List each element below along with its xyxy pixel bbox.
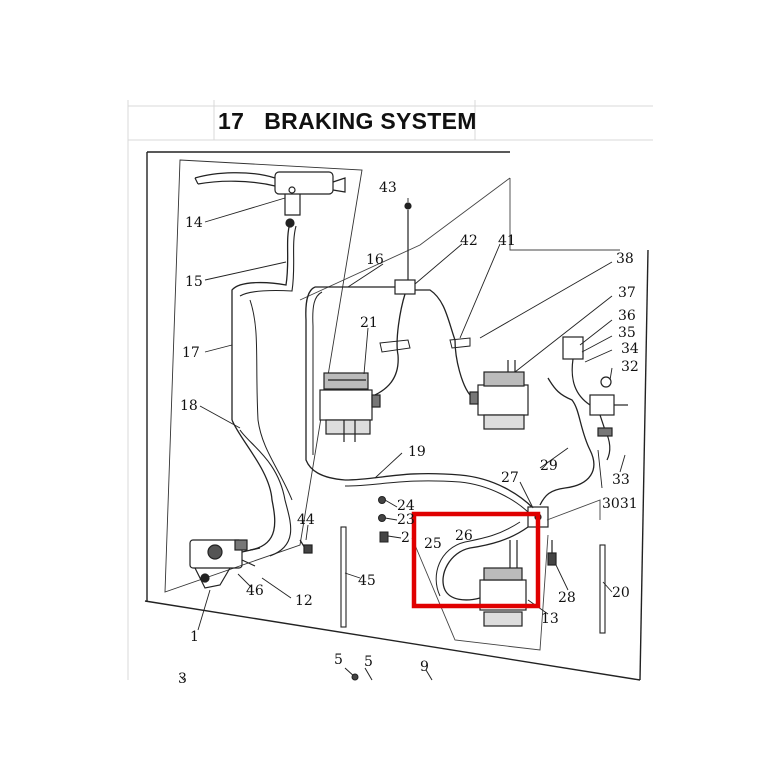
callout-43: 43 <box>379 180 397 196</box>
bracket-21 <box>379 339 411 353</box>
hose-19 <box>344 472 534 509</box>
callout-5a: 5 <box>334 652 343 668</box>
callout-9: 9 <box>420 659 429 675</box>
left-frame-polygon <box>164 159 363 593</box>
callout-25: 25 <box>424 536 442 552</box>
callout-3: 3 <box>178 671 187 687</box>
spreadsheet-sheet <box>128 100 653 680</box>
left-caliper <box>319 372 381 442</box>
hose-12 <box>249 299 293 501</box>
bolt-44 <box>299 539 313 554</box>
parking-pump <box>562 336 628 461</box>
hose-17 <box>231 419 276 551</box>
frame-lower-inner <box>411 534 549 651</box>
hose-16 <box>315 286 456 341</box>
callout-32: 32 <box>621 359 639 375</box>
frame-lower-mid <box>546 499 601 521</box>
hose-19-2 <box>344 480 529 513</box>
callout-15: 15 <box>185 274 203 290</box>
callout-44: 44 <box>297 512 315 528</box>
highlight-box <box>411 511 541 609</box>
hose-to-left-caliper <box>374 293 406 396</box>
callout-24: 24 <box>397 498 415 514</box>
hose-to-right-caliper <box>454 339 471 396</box>
callout-17: 17 <box>182 345 200 361</box>
hose-26 <box>435 521 521 597</box>
sheet-grid <box>127 100 653 680</box>
right-caliper <box>469 360 529 430</box>
callout-20: 20 <box>612 585 630 601</box>
callout-36: 36 <box>618 308 636 324</box>
callout-34: 34 <box>621 341 639 357</box>
callout-13: 13 <box>541 611 559 627</box>
diagram-frame <box>144 151 649 681</box>
callout-26: 26 <box>455 528 473 544</box>
hose-16-left-2 <box>312 291 323 455</box>
callout-2: 2 <box>401 530 410 546</box>
callout-3031: 3031 <box>602 496 638 512</box>
hose-15 <box>231 222 291 420</box>
hose-18 <box>239 429 292 557</box>
hose-15-inner <box>239 225 297 297</box>
callout-18: 18 <box>180 398 198 414</box>
callout-labels: 14 15 17 18 1 3 12 46 44 45 16 21 19 24 … <box>178 180 639 687</box>
callout-35: 35 <box>618 325 636 341</box>
hose-25 <box>442 526 529 601</box>
callout-23: 23 <box>397 512 415 528</box>
callout-41: 41 <box>498 233 516 249</box>
brake-lever <box>194 171 346 228</box>
right-frame <box>299 177 620 301</box>
callout-1: 1 <box>190 629 199 645</box>
rod-20 <box>599 544 606 634</box>
callout-38: 38 <box>616 251 634 267</box>
fittings-22-24 <box>378 496 389 543</box>
callout-37: 37 <box>618 285 636 301</box>
callout-27: 27 <box>501 470 519 486</box>
callout-5b: 5 <box>364 654 373 670</box>
bottom-parts <box>179 667 433 681</box>
callout-21: 21 <box>360 315 378 331</box>
master-cylinder <box>189 539 261 589</box>
leader-lines <box>197 197 626 631</box>
hose-29 <box>539 377 595 506</box>
rear-caliper <box>479 540 527 627</box>
rod-45 <box>340 526 347 628</box>
callout-14: 14 <box>185 215 203 231</box>
callout-46: 46 <box>246 583 264 599</box>
junction-42 <box>394 202 416 295</box>
page-title: 17 BRAKING SYSTEM <box>218 108 477 134</box>
callout-29: 29 <box>540 458 558 474</box>
callout-12: 12 <box>295 593 313 609</box>
callout-16: 16 <box>366 252 384 268</box>
callout-28: 28 <box>558 590 576 606</box>
callout-33: 33 <box>612 472 630 488</box>
fitting-28 <box>547 540 557 566</box>
callout-45: 45 <box>358 573 376 589</box>
bracket-41 <box>449 337 471 349</box>
hose-16-left <box>305 286 346 481</box>
callout-42: 42 <box>460 233 478 249</box>
callout-19: 19 <box>408 444 426 460</box>
